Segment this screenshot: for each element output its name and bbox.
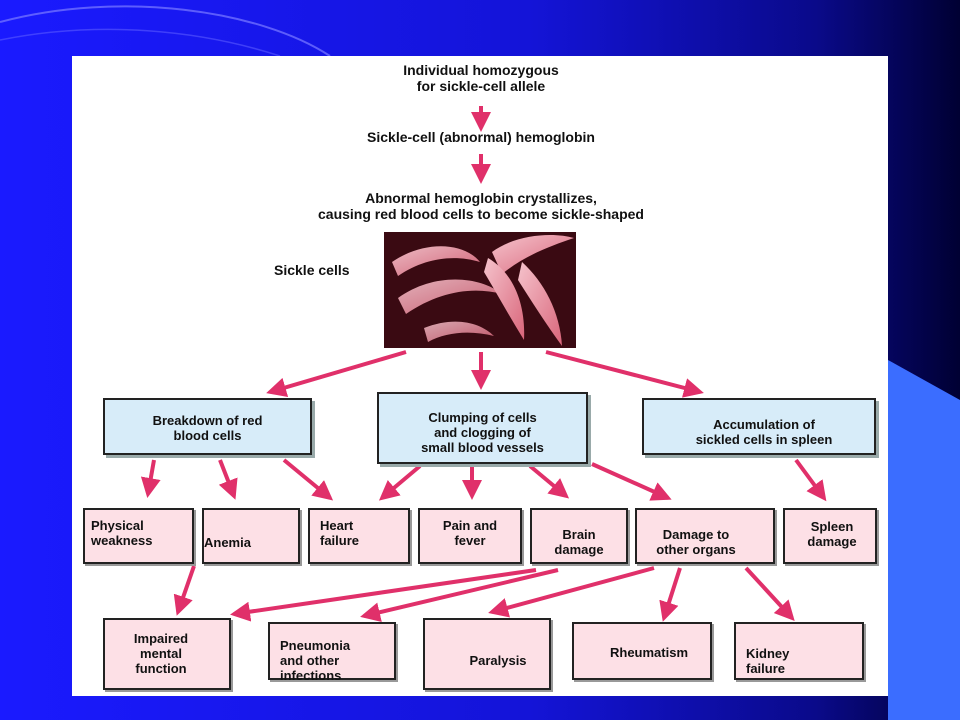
arrow-clumping-to-brain xyxy=(528,464,570,499)
paralysis-box: Paralysis xyxy=(423,618,551,690)
arrow-photo-to-accumulation xyxy=(545,350,704,398)
spleen-damage-box: Spleen damage xyxy=(783,508,877,564)
arrow-physical-to-impaired xyxy=(173,565,196,616)
impaired-mental-box: Impaired mental function xyxy=(103,618,231,690)
blue-side-shape xyxy=(888,360,960,720)
arrow-clumping-to-heart xyxy=(378,464,422,501)
kidney-failure-box: Kidney failure xyxy=(734,622,864,680)
impaired-mental-label: Impaired mental function xyxy=(133,631,189,676)
breakdown-label: Breakdown of red blood cells xyxy=(152,413,263,443)
hemoglobin-text: Sickle-cell (abnormal) hemoglobin xyxy=(367,129,595,145)
anemia-box: Anemia xyxy=(202,508,300,564)
sickle-cells-label: Sickle cells xyxy=(274,262,350,278)
kidney-failure-label: Kidney failure xyxy=(746,646,790,676)
clumping-label: Clumping of cells and clogging of small … xyxy=(421,410,544,455)
brain-damage-box: Brain damage xyxy=(530,508,628,564)
pain-fever-box: Pain and fever xyxy=(418,508,522,564)
arrow-organs-to-rheumatism xyxy=(659,567,682,622)
pain-fever-label: Pain and fever xyxy=(442,518,498,548)
anemia-label: Anemia xyxy=(204,535,251,550)
spleen-damage-label: Spleen damage xyxy=(807,519,857,549)
diagram-panel: Individual homozygous for sickle-cell al… xyxy=(72,56,888,696)
brain-damage-label: Brain damage xyxy=(554,527,604,557)
heart-failure-box: Heart failure xyxy=(308,508,410,564)
pneumonia-box: Pneumonia and other infections xyxy=(268,622,396,683)
other-organs-label: Damage to other organs xyxy=(656,527,736,557)
breakdown-box: Breakdown of red blood cells xyxy=(103,398,312,455)
accumulation-box: Accumulation of sickled cells in spleen xyxy=(642,398,876,455)
arrow-brain-to-impaired xyxy=(230,568,537,622)
rheumatism-label: Rheumatism xyxy=(609,645,689,660)
arrow-breakdown-to-heart xyxy=(282,458,334,501)
heart-failure-label: Heart failure xyxy=(320,518,360,548)
physical-weakness-box: Physical weakness xyxy=(83,508,194,564)
sickle-cells-photo xyxy=(384,232,576,348)
arrow-accumulation-to-spleen xyxy=(794,458,827,502)
arrow-brain-to-pneumonia xyxy=(360,568,559,623)
arrow-organs-to-kidney xyxy=(744,566,795,621)
arrow-breakdown-to-physical xyxy=(140,459,161,498)
homozygous-text: Individual homozygous for sickle-cell al… xyxy=(403,62,559,94)
rheumatism-box: Rheumatism xyxy=(572,622,712,680)
arrow-organs-to-paralysis xyxy=(488,566,655,618)
accumulation-label: Accumulation of sickled cells in spleen xyxy=(695,417,833,447)
clumping-box: Clumping of cells and clogging of small … xyxy=(377,392,588,464)
paralysis-label: Paralysis xyxy=(469,653,527,668)
crystallizes-text: Abnormal hemoglobin crystallizes, causin… xyxy=(318,190,644,222)
arrow-clumping-to-organs xyxy=(591,462,672,501)
arrow-breakdown-to-anemia xyxy=(218,459,238,500)
pneumonia-label: Pneumonia and other infections xyxy=(280,638,351,683)
arrows-layer xyxy=(140,106,827,623)
other-organs-box: Damage to other organs xyxy=(635,508,775,564)
physical-weakness-label: Physical weakness xyxy=(91,518,153,548)
arrow-photo-to-breakdown xyxy=(266,350,407,398)
